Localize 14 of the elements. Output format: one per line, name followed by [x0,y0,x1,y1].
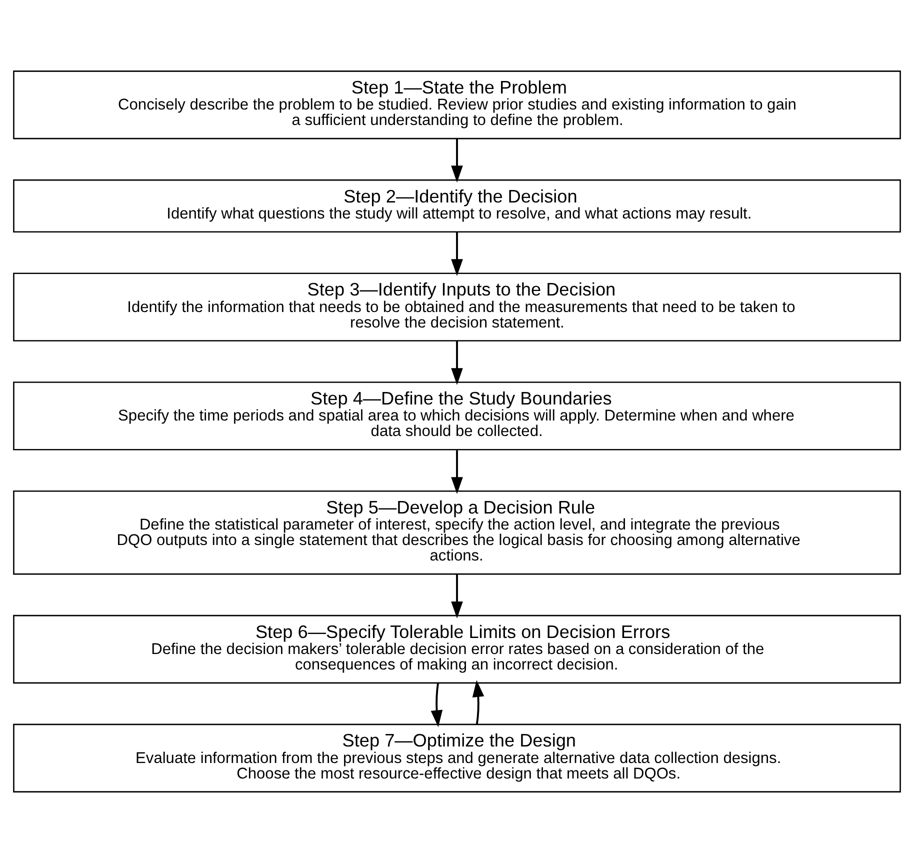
node-box: Step 1—State the Problem Concisely describe the problem to be studied. Review prior studies and existing information to gain a sufficient understanding to define the problem. [13,70,901,140]
arrow [472,680,484,724]
node-box: Step 2—Identify the Decision Identify what questions the study will attempt to resolve, and what actions may result. [13,179,901,233]
arrow [451,574,463,618]
arrow [451,340,463,385]
node-box: Step 3—Identify Inputs to the Decision Identify the information that needs to be obtained and the measurements that need to be taken to resolve the decision statement. [13,272,901,342]
arrow [430,682,443,728]
node-box: Step 7—Optimize the Design Evaluate information from the previous steps and generate alternative data collection designs. Choose the most resource-effective design that meets all DQOs. [13,724,901,792]
node-box: Step 6—Specify Tolerable Limits on Decision Errors Define the decision makers’ tolerable decision error rates based on a consideration of the consequences of making an incorrect decision. [13,614,901,684]
node-box: Step 4—Define the Study Boundaries Specify the time periods and spatial area to which decisions will apply. Determine when and where data should be collected. [13,382,901,450]
arrow [451,138,463,182]
arrow [451,232,463,276]
arrow [451,450,463,494]
node-box: Step 5—Develop a Decision Rule Define the statistical parameter of interest, specify the action level, and integrate the previous DQO outputs into a single statement that describes the logical basis for choosing among alternative actions. [13,490,901,575]
